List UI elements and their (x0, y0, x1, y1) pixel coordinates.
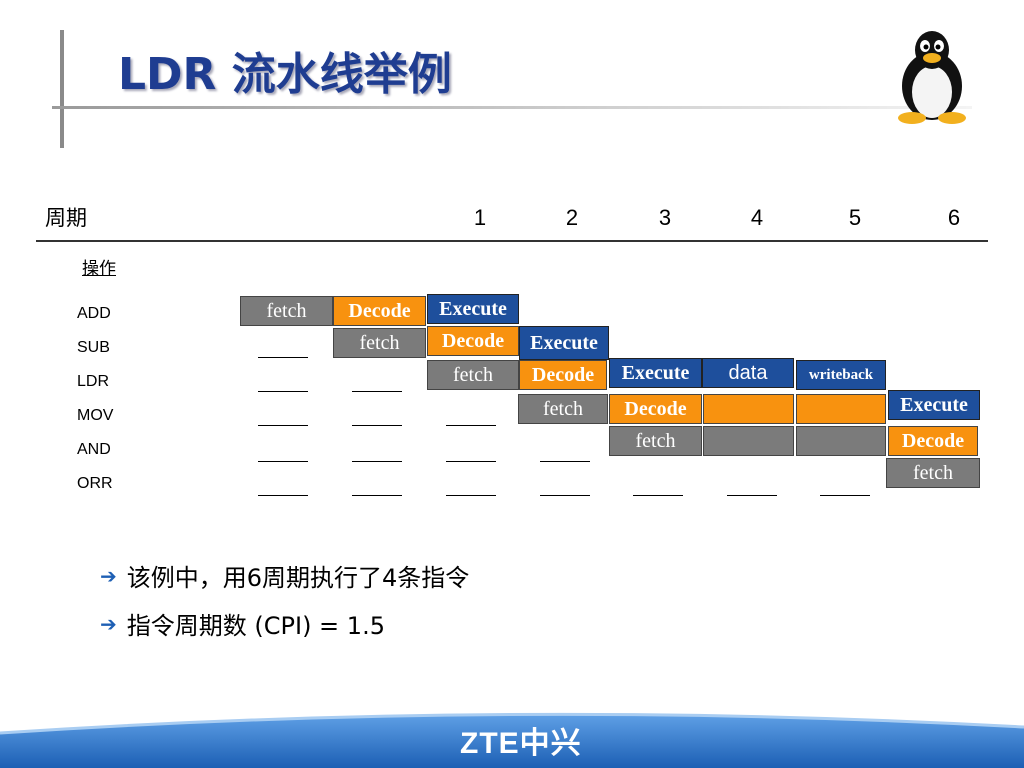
instr-add: ADD (77, 305, 111, 322)
and-stall-slot (796, 426, 886, 456)
and-stall-slot (703, 426, 794, 456)
blank-slot (352, 494, 402, 496)
blank-slot (258, 494, 308, 496)
zte-logo: ZTE中兴 (460, 727, 582, 760)
ldr-execute-stage: Execute (609, 358, 702, 388)
mov-decode-stage: Decode (609, 394, 702, 424)
blank-slot (352, 424, 402, 426)
blank-slot (352, 460, 402, 462)
blank-slot (820, 494, 870, 496)
arrow-right-icon: ➔ (100, 611, 117, 636)
bullet-text: 指令周期数 (CPI) = 1.5 (126, 612, 385, 640)
cycle-3-label: 3 (658, 205, 672, 230)
instr-mov: MOV (77, 407, 114, 424)
and-fetch-stage: fetch (609, 426, 702, 456)
bullet-item: ➔ 该例中，用6周期执行了4条指令 (100, 558, 469, 593)
orr-fetch-stage: fetch (886, 458, 980, 488)
instr-sub: SUB (77, 339, 110, 356)
add-fetch-stage: fetch (240, 296, 333, 326)
add-decode-stage: Decode (333, 296, 426, 326)
arrow-right-icon: ➔ (100, 563, 117, 588)
instr-orr: ORR (77, 475, 113, 492)
mov-stall-slot (796, 394, 886, 424)
cycle-2-label: 2 (565, 205, 579, 230)
cycle-4-label: 4 (750, 205, 764, 230)
bullet-item: ➔ 指令周期数 (CPI) = 1.5 (100, 606, 385, 641)
header-divider (36, 240, 988, 242)
title-underline (52, 106, 972, 109)
blank-slot (727, 494, 777, 496)
ldr-writeback-stage: writeback (796, 360, 886, 390)
period-label: 周期 (45, 207, 87, 230)
add-execute-stage: Execute (427, 294, 519, 324)
cycle-1-label: 1 (473, 205, 487, 230)
blank-slot (540, 460, 590, 462)
blank-slot (446, 424, 496, 426)
blank-slot (258, 356, 308, 358)
mov-fetch-stage: fetch (518, 394, 608, 424)
ldr-fetch-stage: fetch (427, 360, 519, 390)
blank-slot (446, 460, 496, 462)
and-decode-stage: Decode (888, 426, 978, 456)
blank-slot (446, 494, 496, 496)
page-title: LDR 流水线举例 (118, 49, 452, 100)
footer-band (0, 712, 1024, 768)
title-vertical-bar (60, 30, 64, 148)
blank-slot (258, 390, 308, 392)
bullet-text: 该例中，用6周期执行了4条指令 (126, 564, 470, 592)
instr-and: AND (77, 441, 111, 458)
mov-execute-stage: Execute (888, 390, 980, 420)
ldr-data-stage: data (702, 358, 794, 388)
blank-slot (258, 424, 308, 426)
cycle-5-label: 5 (848, 205, 862, 230)
sub-decode-stage: Decode (427, 326, 519, 356)
blank-slot (633, 494, 683, 496)
sub-execute-stage: Execute (519, 326, 609, 360)
instr-ldr: LDR (77, 373, 110, 390)
blank-slot (540, 494, 590, 496)
blank-slot (352, 390, 402, 392)
ldr-decode-stage: Decode (519, 360, 607, 390)
mov-stall-slot (703, 394, 794, 424)
blank-slot (258, 460, 308, 462)
penguin-icon (898, 31, 966, 124)
sub-fetch-stage: fetch (333, 328, 426, 358)
operation-label: 操作 (82, 259, 116, 279)
cycle-6-label: 6 (947, 205, 961, 230)
